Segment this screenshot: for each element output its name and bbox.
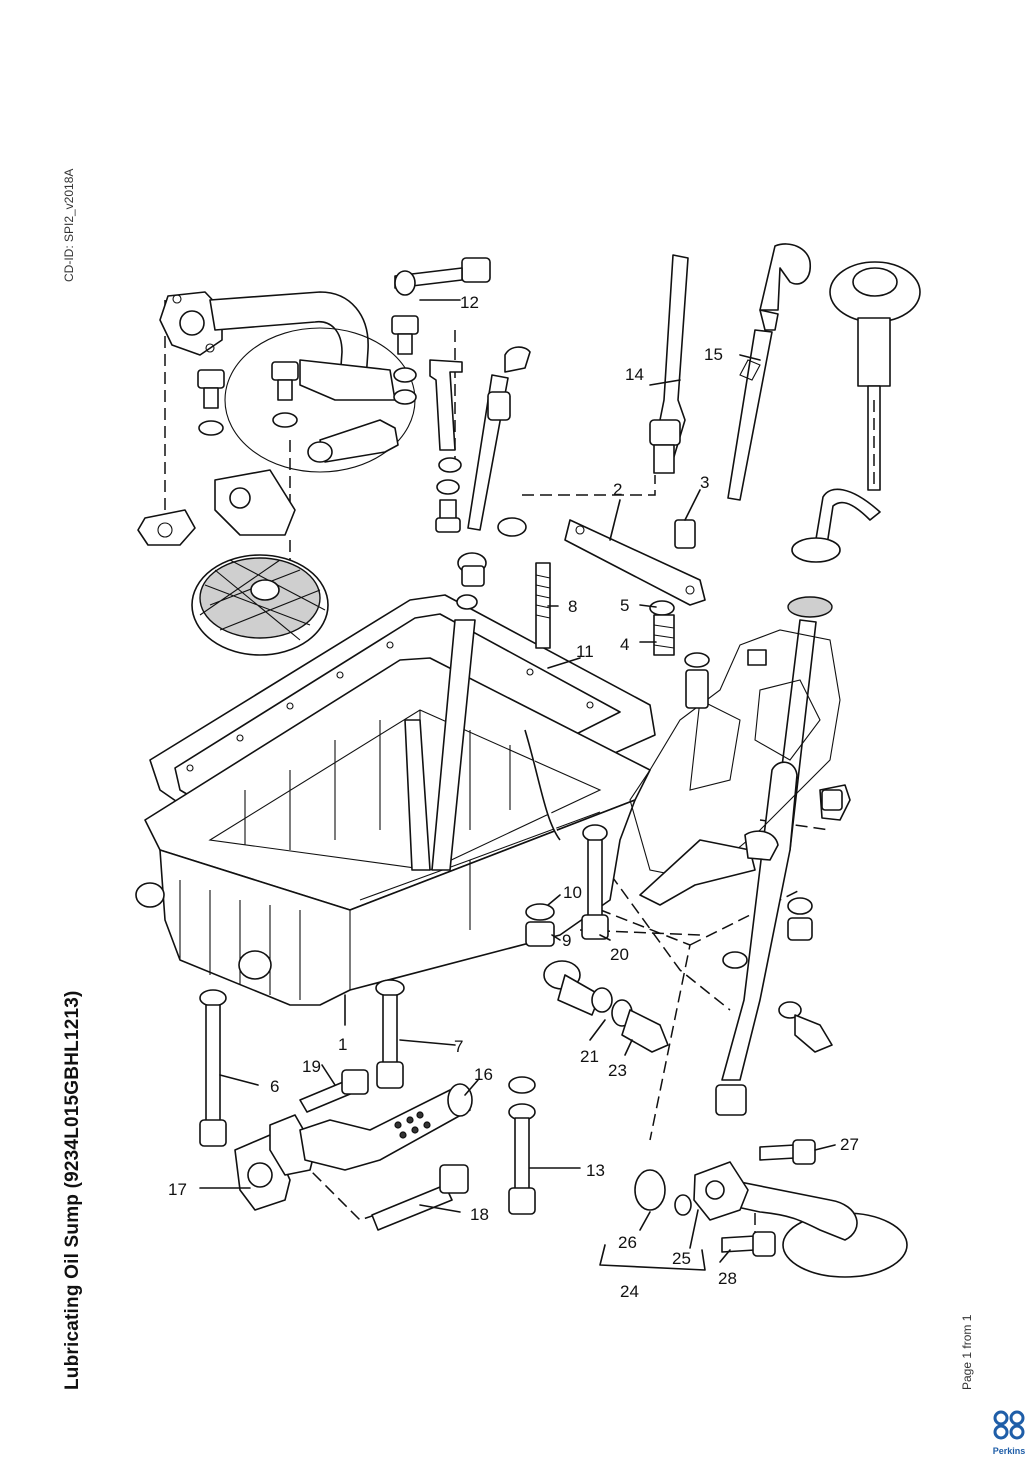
callout-8: 8: [568, 597, 577, 616]
fasteners-lower: [199, 789, 843, 1147]
callout-11: 11: [576, 642, 594, 661]
callout-16: 16: [474, 1065, 493, 1084]
oil-pump-assembly: [137, 257, 491, 656]
callout-13: 13: [586, 1161, 605, 1180]
callout-25: 25: [672, 1249, 691, 1268]
alternate-pickup-assembly: [599, 1139, 908, 1278]
leader-lines: [199, 299, 836, 1263]
callout-6: 6: [270, 1077, 279, 1096]
callout-28: 28: [718, 1269, 737, 1288]
callout-14: 14: [625, 365, 644, 384]
pressure-switch-group: [564, 519, 767, 709]
perkins-logo-icon: [993, 1410, 1025, 1440]
engine-block-outline: [629, 629, 851, 906]
callout-10: 10: [563, 883, 582, 902]
callout-1: 1: [338, 1035, 347, 1054]
callout-20: 20: [610, 945, 629, 964]
callout-21: 23: [608, 1061, 627, 1080]
callout-19: 19: [302, 1057, 321, 1076]
callout-3: 3: [700, 473, 709, 492]
callout-17: 17: [168, 1180, 187, 1199]
dipstick-tubes-right: [649, 243, 921, 1116]
callout-5: 5: [620, 596, 629, 615]
dipstick-tube-assembly: [431, 346, 551, 871]
callout-numbers: 12 14 15 2 3 5 8 4 11 10 9 20 1 7 21 23 …: [168, 293, 859, 1301]
oil-sump-pan: [135, 594, 656, 1006]
oil-pickup-pipe: [234, 1069, 536, 1231]
callout-7: 7: [454, 1037, 463, 1056]
callout-12: 12: [460, 293, 479, 312]
callout-23: 21: [580, 1047, 599, 1066]
callout-2: 2: [613, 480, 622, 499]
brand-name: Perkins: [992, 1446, 1026, 1456]
callout-26: 26: [618, 1233, 637, 1252]
callout-4: 4: [620, 635, 629, 654]
callout-9: 9: [562, 931, 571, 950]
callout-24: 24: [620, 1282, 639, 1301]
callout-18: 18: [470, 1205, 489, 1224]
perkins-logo: Perkins: [988, 1410, 1030, 1456]
callout-27: 27: [840, 1135, 859, 1154]
callout-15: 15: [704, 345, 723, 364]
